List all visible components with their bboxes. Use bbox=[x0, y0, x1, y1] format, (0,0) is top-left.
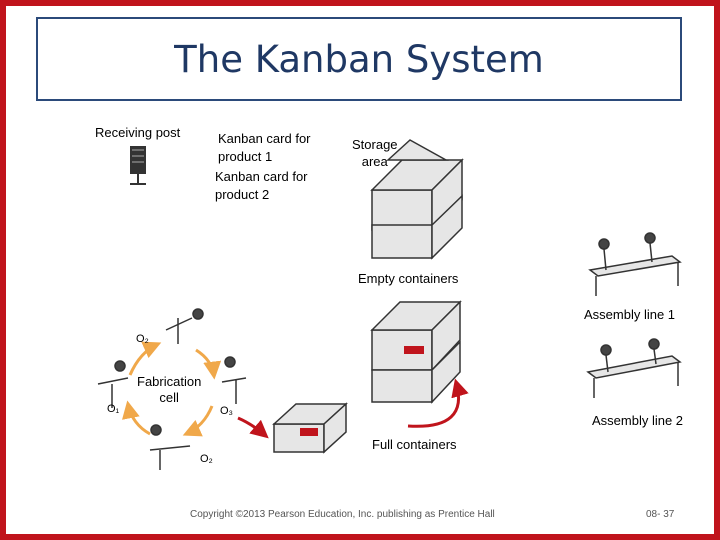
kanban-card-1-label: Kanban card for product 1 bbox=[218, 131, 311, 164]
operator-o2-top-label: O₂ bbox=[136, 333, 149, 345]
storage-container-full-stack bbox=[370, 300, 462, 404]
fabrication-workstation-o3 bbox=[221, 356, 247, 404]
assembly-line-1-icon bbox=[588, 232, 682, 296]
fabrication-cycle-arrows bbox=[122, 341, 222, 437]
assembly-line-2-icon bbox=[586, 338, 682, 398]
fabrication-output-container bbox=[272, 402, 348, 454]
empty-containers-label: Empty containers bbox=[358, 271, 459, 286]
assembly-line-1-label: Assembly line 1 bbox=[584, 307, 676, 322]
fabrication-cell-label: Fabrication cell bbox=[137, 374, 202, 405]
frame-right-border bbox=[714, 0, 720, 540]
fabrication-workstation-o2-bottom bbox=[149, 424, 191, 470]
full-containers-label: Full containers bbox=[372, 437, 457, 452]
receiving-post-label: Receiving post bbox=[95, 125, 181, 140]
flow-arrow-to-container bbox=[237, 416, 269, 439]
operator-o2-bottom-label: O₂ bbox=[200, 453, 213, 465]
frame-bottom-border bbox=[0, 534, 720, 540]
operator-o3-label: O₃ bbox=[220, 405, 234, 417]
frame-top-border bbox=[0, 0, 720, 6]
fabrication-workstation-o2-top bbox=[165, 308, 204, 344]
storage-area-label: Storage area bbox=[352, 137, 398, 169]
flow-arrow-to-assembly bbox=[407, 378, 469, 428]
fabrication-workstation-o1 bbox=[97, 360, 129, 408]
copyright-footer: Copyright ©2013 Pearson Education, Inc. … bbox=[190, 509, 495, 520]
page-title: The Kanban System bbox=[174, 37, 544, 81]
operator-o1-label: O₁ bbox=[107, 403, 120, 415]
frame-left-border bbox=[0, 0, 6, 540]
assembly-line-2-label: Assembly line 2 bbox=[592, 413, 684, 428]
receiving-post-icon bbox=[130, 146, 146, 185]
page-number: 08- 37 bbox=[646, 509, 675, 520]
kanban-card-2-label: Kanban card for product 2 bbox=[215, 169, 308, 202]
title-box: The Kanban System bbox=[36, 17, 682, 101]
storage-container-empty-stack bbox=[370, 139, 464, 260]
